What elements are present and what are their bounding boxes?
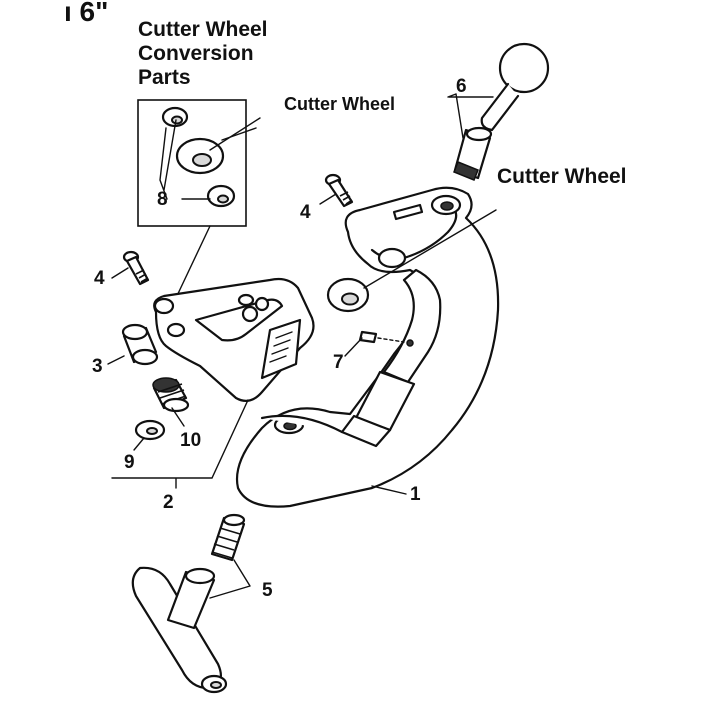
header-fragment: ı 6" [64, 0, 109, 27]
conversion-title-line-1: Cutter Wheel [138, 18, 268, 41]
part3-leader [107, 355, 125, 365]
part5-leader [209, 559, 251, 599]
carriage [153, 277, 315, 403]
part6-leader [447, 93, 494, 139]
part2-leader [111, 399, 249, 489]
part4-right-leader [319, 193, 337, 205]
part-number-1: 1 [410, 484, 421, 505]
main-frame [236, 186, 500, 508]
part10-leader [171, 407, 185, 427]
part8-bracket [159, 119, 211, 200]
cutter-wheel-label-right: Cutter Wheel [497, 165, 627, 188]
part-number-5: 5 [262, 580, 273, 601]
conversion-box-leader [174, 225, 211, 301]
part-number-7: 7 [333, 352, 344, 373]
part-number-2: 2 [163, 492, 174, 513]
cutter-wheel-10 [152, 377, 190, 413]
frame-cutter-wheel [326, 277, 370, 313]
part-number-6: 6 [456, 76, 467, 97]
pin [358, 330, 414, 347]
part9-leader [133, 437, 145, 451]
part-number-4-right: 4 [300, 202, 311, 223]
part-number-8: 8 [157, 189, 168, 210]
handle-extension [453, 42, 550, 181]
part-number-9: 9 [124, 452, 135, 473]
bolt-right [324, 173, 354, 208]
feed-screw [210, 513, 246, 562]
washer [134, 419, 166, 441]
cutter-wheel-label-top: Cutter Wheel [284, 94, 396, 114]
conversion-title-line-2: Conversion [138, 42, 254, 65]
conversion-parts-box [137, 99, 247, 227]
roller [121, 323, 159, 366]
conversion-roller-bottom [206, 184, 236, 208]
part4-left-leader [111, 267, 129, 279]
bolt-left [122, 250, 150, 286]
part1-leader [371, 485, 407, 495]
conversion-cutter-wheel [175, 137, 225, 175]
part-number-4-left: 4 [94, 268, 105, 289]
cutter-wheel-leader-right [363, 209, 497, 289]
conversion-wheel-leader [221, 127, 257, 141]
part-number-3: 3 [92, 356, 103, 377]
cutter-wheel-leader-top [209, 117, 261, 151]
conversion-title-line-3: Parts [138, 66, 191, 89]
t-handle [131, 566, 228, 694]
part7-leader [344, 337, 363, 357]
part-number-10: 10 [180, 430, 202, 451]
